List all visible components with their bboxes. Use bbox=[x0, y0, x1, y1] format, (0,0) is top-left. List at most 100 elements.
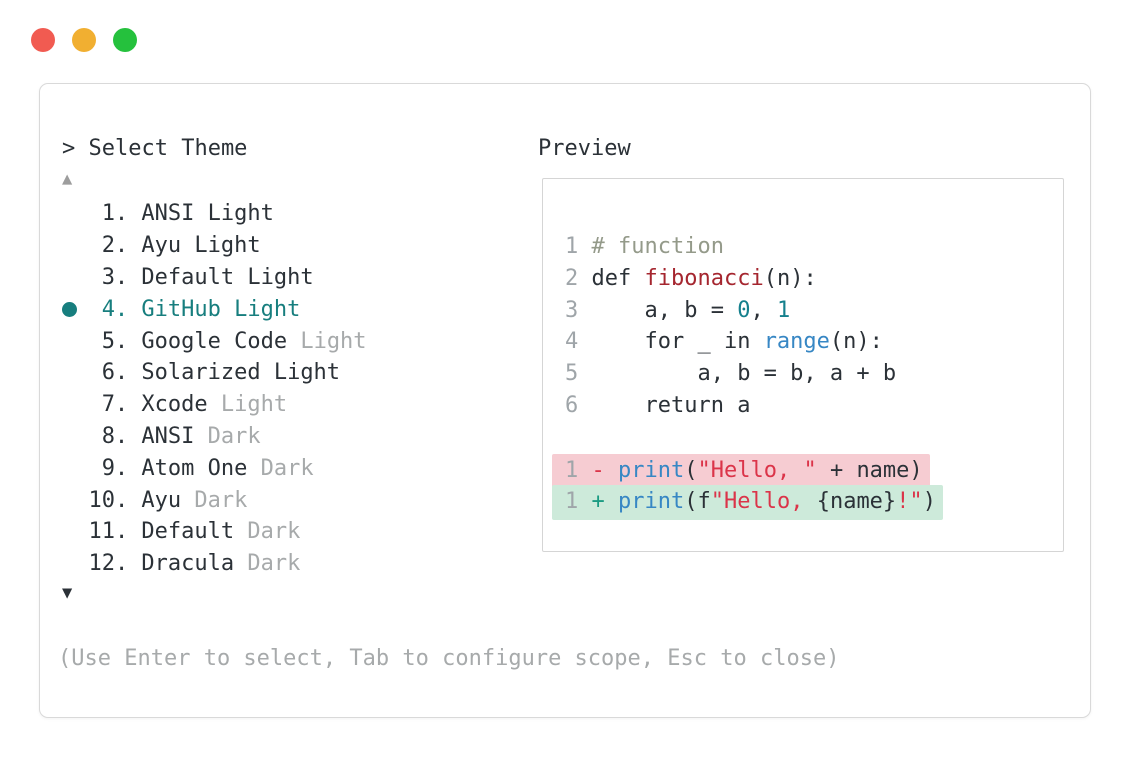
theme-item-number: 7. bbox=[101, 392, 129, 418]
code-token-fg: ) bbox=[922, 489, 936, 515]
code-token-func: fibonacci bbox=[644, 265, 764, 291]
code-token-string: "Hello, " bbox=[697, 457, 817, 483]
code-token-builtin: range bbox=[763, 329, 830, 355]
theme-item-suffix: Dark bbox=[234, 519, 301, 545]
line-number: 3 bbox=[565, 297, 579, 323]
theme-list-item[interactable]: 1. ANSI Light bbox=[62, 198, 502, 230]
minimize-button[interactable] bbox=[72, 28, 96, 52]
theme-item-name: Dracula bbox=[141, 551, 235, 577]
theme-list-item[interactable]: 4. GitHub Light bbox=[62, 293, 502, 325]
code-token-builtin: print bbox=[618, 489, 685, 515]
code-token-fg: return a bbox=[591, 392, 751, 418]
code-line: 5 a, b = b, a + b bbox=[565, 358, 1063, 390]
theme-item-suffix: Dark bbox=[247, 455, 314, 481]
code-token-fg: , bbox=[750, 297, 777, 323]
diff-removed-line: 1- print("Hello, " + name) bbox=[552, 453, 930, 489]
code-token-builtin: print bbox=[618, 457, 685, 483]
selected-bullet-icon bbox=[62, 301, 77, 317]
code-token-string: "Hello, bbox=[710, 489, 817, 515]
code-line-content: 3 a, b = 0, 1 bbox=[565, 295, 790, 327]
theme-list-item[interactable]: 2. Ayu Light bbox=[62, 230, 502, 262]
code-token-number: 1 bbox=[776, 297, 791, 323]
line-number: 1 bbox=[565, 234, 579, 259]
code-token-string: !" bbox=[896, 489, 923, 515]
theme-list-item[interactable]: 7. Xcode Light bbox=[62, 389, 502, 421]
code-token-fg: ( bbox=[684, 457, 698, 483]
theme-item-suffix: Light bbox=[287, 328, 367, 354]
code-line: 1- print("Hello, " + name) bbox=[552, 453, 1063, 489]
theme-item-number: 8. bbox=[101, 423, 129, 449]
code-line-content: 4 for _ in range(n): bbox=[565, 326, 883, 358]
code-line-content: 1 # function bbox=[565, 231, 724, 263]
theme-item-suffix: Dark bbox=[181, 487, 248, 513]
code-token-fg: def bbox=[591, 265, 645, 291]
theme-item-name: Xcode bbox=[141, 392, 208, 418]
theme-item-name: Google Code bbox=[141, 328, 288, 354]
theme-list-item[interactable]: 10. Ayu Dark bbox=[62, 484, 502, 516]
theme-list-item[interactable]: 9.Atom One Dark bbox=[62, 452, 502, 484]
theme-item-name: Solarized Light bbox=[141, 360, 341, 386]
theme-list-item[interactable]: 8. ANSI Dark bbox=[62, 421, 502, 453]
line-number: 6 bbox=[565, 392, 579, 418]
maximize-button[interactable] bbox=[113, 28, 137, 52]
theme-item-number: 2. bbox=[101, 233, 129, 259]
theme-item-name: Default bbox=[141, 519, 235, 545]
theme-item-name: ANSI bbox=[141, 423, 195, 449]
theme-list-item[interactable]: 6. Solarized Light bbox=[62, 357, 502, 389]
select-theme-prompt: > Select Theme bbox=[62, 136, 248, 161]
theme-item-suffix: Light bbox=[207, 392, 288, 418]
theme-item-name: Ayu Light bbox=[141, 233, 261, 259]
theme-item-suffix: Dark bbox=[194, 423, 261, 449]
scroll-up-indicator-icon: ▲ bbox=[62, 169, 73, 189]
code-token-comment: # function bbox=[591, 234, 724, 259]
theme-item-number: 12. bbox=[88, 551, 129, 577]
code-line-content: 6 return a bbox=[565, 390, 750, 422]
code-line: 6 return a bbox=[565, 390, 1063, 422]
theme-list-item[interactable]: 12. Dracula Dark bbox=[62, 548, 502, 580]
code-token-number: 0 bbox=[737, 297, 751, 323]
theme-item-number: 6. bbox=[101, 360, 129, 386]
code-line: 1 # function bbox=[565, 231, 1063, 263]
theme-item-number: 10. bbox=[88, 487, 129, 513]
line-number: 2 bbox=[565, 265, 579, 291]
theme-item-number: 5. bbox=[101, 328, 129, 354]
theme-list-item[interactable]: 5. Google Code Light bbox=[62, 325, 502, 357]
theme-item-name: GitHub Light bbox=[141, 296, 301, 322]
theme-selector-dialog: > Select Theme ▲ 1. ANSI Light 2. Ayu Light… bbox=[39, 83, 1091, 718]
code-line: 3 a, b = 0, 1 bbox=[565, 295, 1063, 327]
selected-bullet-icon bbox=[62, 301, 89, 317]
theme-item-name: Ayu bbox=[141, 487, 182, 513]
code-token-fg: a, b = b, a + b bbox=[591, 361, 897, 387]
code-token-fg: a, b = bbox=[591, 297, 738, 323]
code-token-diff-minus: - bbox=[591, 457, 618, 483]
theme-item-number: 11. bbox=[88, 519, 129, 545]
line-number: 5 bbox=[565, 361, 579, 387]
theme-item-number: 1. bbox=[101, 201, 129, 227]
code-token-fg: (n): bbox=[829, 329, 883, 355]
line-number: 1 bbox=[565, 489, 579, 515]
code-line-content bbox=[565, 422, 592, 454]
code-line bbox=[565, 422, 1063, 454]
line-number: 1 bbox=[565, 457, 579, 483]
code-token-fg: {name} bbox=[816, 489, 897, 515]
theme-item-name: Default Light bbox=[141, 264, 314, 290]
window-controls bbox=[31, 28, 137, 52]
theme-list-item[interactable]: 11. Default Dark bbox=[62, 516, 502, 548]
code-token-fg: + name) bbox=[816, 457, 923, 483]
theme-item-suffix: Dark bbox=[234, 551, 301, 577]
help-text: (Use Enter to select, Tab to configure s… bbox=[58, 646, 840, 671]
theme-item-name: ANSI Light bbox=[141, 201, 274, 227]
close-button[interactable] bbox=[31, 28, 55, 52]
theme-list-item[interactable]: 3.Default Light bbox=[62, 262, 502, 294]
preview-pane: 1 # function 2 def fibonacci (n): 3 a, b = 0,… bbox=[542, 178, 1064, 552]
theme-item-number: 9. bbox=[101, 455, 129, 481]
code-line: 1+ print(f"Hello, {name}!") bbox=[552, 485, 1063, 521]
theme-item-number: 4. bbox=[101, 296, 129, 322]
code-token-fg: for _ in bbox=[591, 329, 764, 355]
scroll-down-indicator-icon: ▼ bbox=[62, 583, 73, 603]
code-line-content: 5 a, b = b, a + b bbox=[565, 358, 896, 390]
